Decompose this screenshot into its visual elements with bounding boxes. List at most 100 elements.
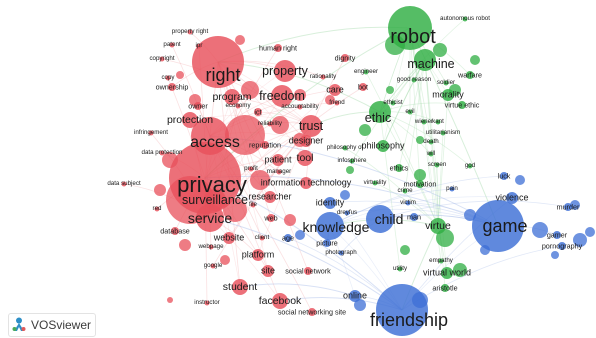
network-node-unlabeled[interactable] [235,35,245,45]
network-node-unlabeled[interactable] [225,115,265,155]
network-node-god[interactable] [467,163,473,169]
network-node-right[interactable] [192,36,244,88]
network-node-ipr[interactable] [196,43,202,49]
network-node-property[interactable] [274,60,296,82]
network-node-machine[interactable] [414,49,436,71]
network-node-dignity[interactable] [341,54,349,62]
network-node-unlabeled[interactable] [250,170,270,190]
network-node-unlabeled[interactable] [386,86,394,94]
network-node-soldier[interactable] [443,80,449,86]
network-node-ethic[interactable] [369,101,391,123]
network-node-unlabeled[interactable] [325,95,335,105]
network-node-gamer[interactable] [553,231,561,239]
network-node-access[interactable] [191,117,229,155]
network-node-manager[interactable] [276,169,282,175]
network-node-unlabeled[interactable] [433,43,447,57]
network-node-game[interactable] [472,200,524,252]
network-node-freedom[interactable] [271,85,293,107]
network-node-morality[interactable] [442,89,454,101]
network-node-trust[interactable] [300,115,322,137]
network-node-reputation[interactable] [261,141,269,149]
network-node-pain[interactable] [449,186,455,192]
network-node-murder[interactable] [564,203,572,211]
network-node-unlabeled[interactable] [241,81,259,99]
network-node-unlabeled[interactable] [220,255,230,265]
network-node-human-right[interactable] [274,44,282,52]
network-node-online[interactable] [349,290,361,302]
network-node-patent[interactable] [169,42,175,48]
network-node-economy[interactable] [235,103,241,109]
network-node-pornography[interactable] [558,242,566,250]
network-node-identity[interactable] [324,197,336,209]
network-node-unlabeled[interactable] [585,227,595,237]
network-node-surveillance[interactable] [204,189,226,211]
network-node-bot[interactable] [359,83,367,91]
network-node-unlabeled[interactable] [271,116,289,134]
network-node-unlabeled[interactable] [570,200,580,210]
network-node-man[interactable] [410,213,418,221]
network-node-infringement[interactable] [148,130,154,136]
network-node-virtual-world[interactable] [441,267,453,279]
network-node-utilitarianism[interactable] [440,130,446,136]
network-node-social-network[interactable] [304,267,312,275]
network-node-unlabeled[interactable] [532,222,548,238]
network-node-death[interactable] [428,139,434,145]
network-node-unlabeled[interactable] [179,239,191,251]
network-node-violence[interactable] [506,192,518,204]
network-node-engineer[interactable] [363,69,369,75]
network-node-unlabeled[interactable] [167,297,173,303]
network-node-unlabeled[interactable] [453,263,467,277]
network-node-virtue[interactable] [430,218,446,234]
network-node-friend[interactable] [334,100,340,106]
network-node-wiener[interactable] [421,119,427,125]
network-node-kant[interactable] [435,119,441,125]
network-node-unlabeled[interactable] [154,184,166,196]
network-node-unlabeled[interactable] [400,245,410,255]
network-node-unlabeled[interactable] [464,209,476,221]
network-node-data-subject[interactable] [121,181,127,187]
network-node-facebook[interactable] [272,293,288,309]
network-node-rationality[interactable] [320,74,326,80]
network-node-site[interactable] [262,265,274,277]
network-node-web[interactable] [267,214,275,222]
network-node-ict[interactable] [254,108,262,116]
network-node-website[interactable] [223,232,235,244]
network-node-service[interactable] [196,204,224,232]
network-node-infosphere[interactable] [349,158,355,164]
network-node-information-technology[interactable] [300,177,312,189]
network-node-unlabeled[interactable] [295,230,305,240]
network-node-client[interactable] [259,235,265,241]
network-node-unlabeled[interactable] [340,190,350,200]
network-node-program[interactable] [224,89,240,105]
network-node-social-networking-site[interactable] [308,308,316,316]
network-node-dreyfus[interactable] [344,210,350,216]
network-node-philosophy-of[interactable] [342,145,348,151]
network-node-platform[interactable] [252,249,264,261]
network-node-unlabeled[interactable] [359,124,371,136]
network-node-researcher[interactable] [264,191,276,203]
network-node-robot[interactable] [388,6,432,50]
network-node-unlabeled[interactable] [294,89,306,101]
network-node-autonomous-robot[interactable] [462,16,468,22]
network-node-unlabeled[interactable] [176,71,184,79]
network-node-friendship[interactable] [376,284,428,336]
network-node-reliability[interactable] [267,121,273,127]
network-node-aristotle[interactable] [441,284,449,292]
network-node-evil[interactable] [407,109,413,115]
network-node-unlabeled[interactable] [515,175,525,185]
network-node-will[interactable] [428,151,434,157]
network-node-unlabeled[interactable] [470,55,480,65]
network-node-photograph[interactable] [338,250,344,256]
network-node-unlabeled[interactable] [354,299,366,311]
network-node-utility[interactable] [397,266,403,272]
network-node-accountability[interactable] [297,104,303,110]
network-node-philosophy[interactable] [377,140,389,152]
network-node-protection[interactable] [182,112,198,128]
network-node-empathy[interactable] [438,258,444,264]
network-node-unlabeled[interactable] [414,169,426,181]
network-node-google[interactable] [210,263,216,269]
network-node-knowledge[interactable] [316,212,344,240]
network-node-copyright[interactable] [159,56,165,62]
